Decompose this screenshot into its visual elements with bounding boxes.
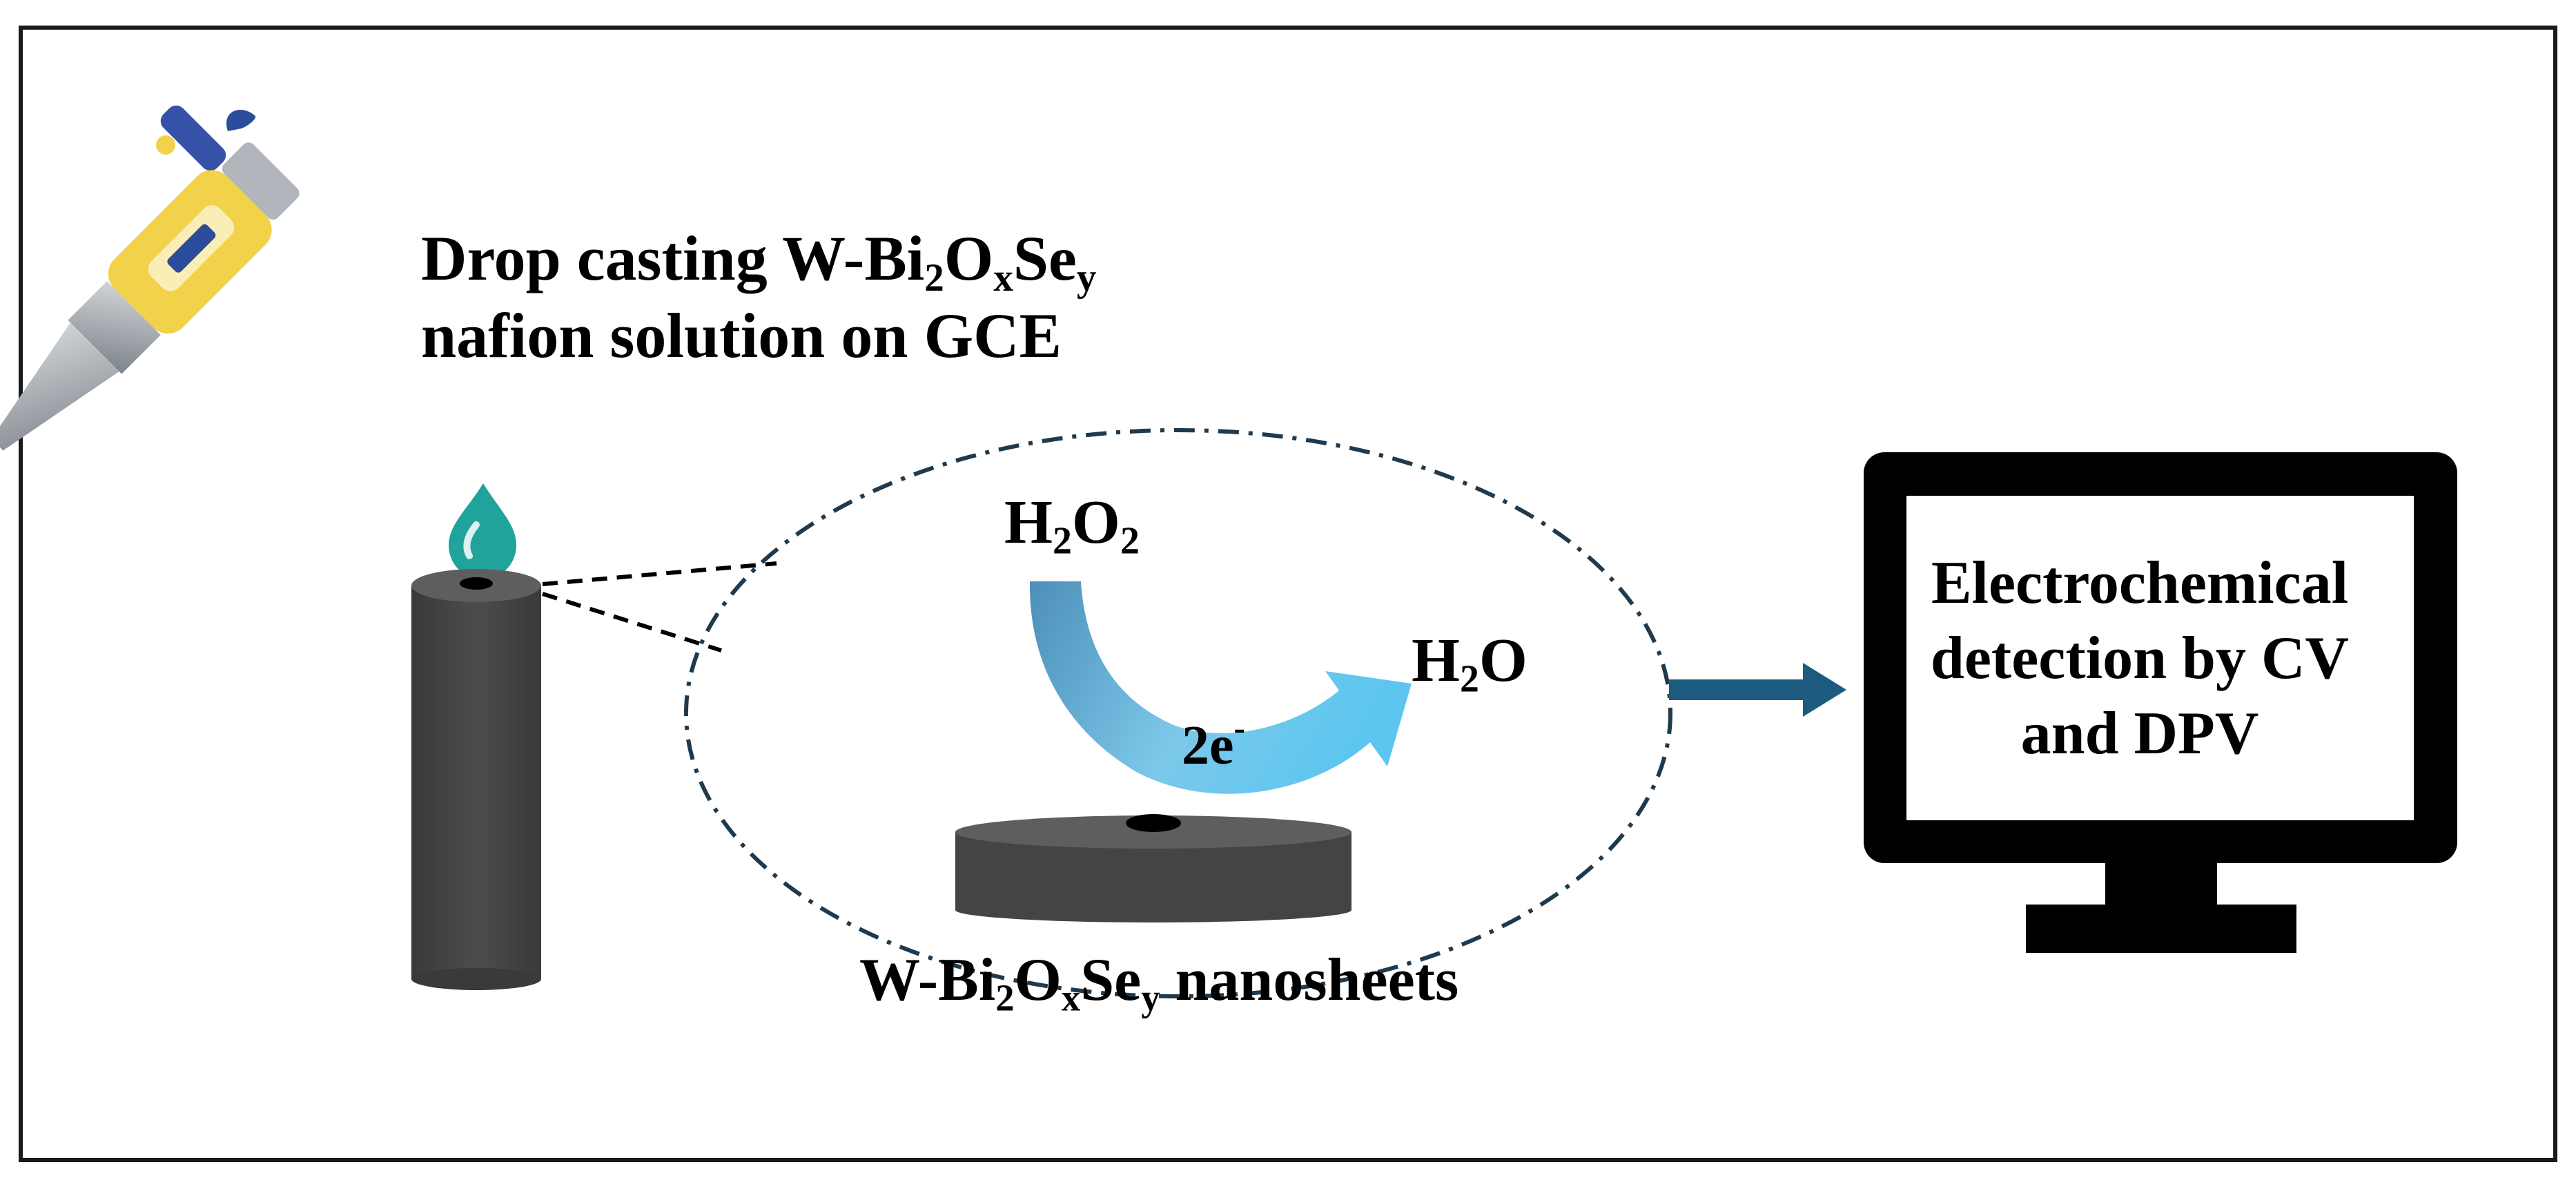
- zoom-line-upper: [542, 561, 777, 586]
- electron-label: 2e-: [1182, 708, 1246, 776]
- nanosheets-label: W-Bi2OxSey nanosheets: [859, 947, 1459, 1019]
- detection-line1: Electrochemical: [1931, 550, 2349, 617]
- monitor-icon: [1864, 452, 2457, 953]
- drop-casting-label: Drop casting W-Bi2OxSey nafion solution …: [421, 220, 1096, 374]
- h2o-label: H2O: [1412, 626, 1528, 701]
- zoom-ellipse: [684, 428, 1672, 998]
- zoom-line-lower: [542, 592, 722, 652]
- detection-line3: and DPV: [2020, 700, 2259, 768]
- reaction-arrow-icon: [1029, 581, 1412, 794]
- figure-border: [19, 26, 2557, 1162]
- detection-line2: detection by CV: [1930, 625, 2350, 693]
- pipette-icon: [0, 105, 300, 451]
- detection-label: Electrochemical detection by CV and DPV: [1891, 545, 2388, 771]
- droplet-icon: [449, 483, 516, 579]
- electrode-disk-icon: [955, 814, 1352, 922]
- electrode-icon: [411, 569, 541, 990]
- arrow-right-icon: [1669, 663, 1846, 717]
- h2o2-label: H2O2: [1004, 488, 1140, 563]
- drop-casting-line2: nafion solution on GCE: [421, 300, 1062, 371]
- drop-casting-line1: Drop casting W-Bi2OxSey: [421, 223, 1097, 300]
